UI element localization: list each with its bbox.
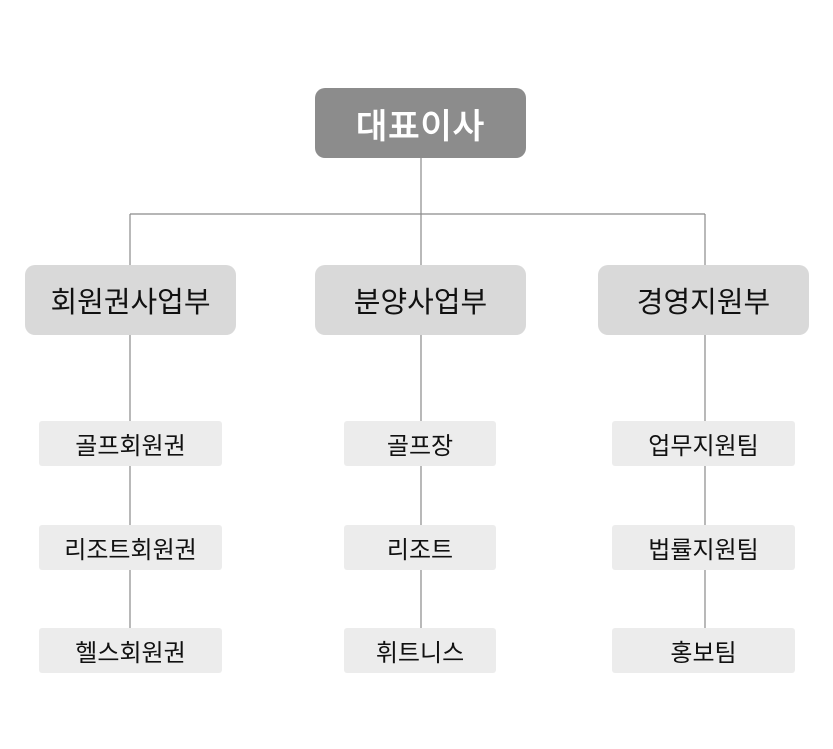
team-label: 헬스회원권 [75,639,186,667]
team-label: 홍보팀 [670,639,737,667]
team-box: 헬스회원권 [39,628,222,673]
team-label: 휘트니스 [375,639,465,667]
team-label: 법률지원팀 [648,536,759,564]
department-label: 경영지원부 [636,285,771,319]
department-box-sales: 분양사업부 [315,265,526,335]
team-label: 리조트 [386,536,454,564]
team-box: 골프회원권 [39,421,222,466]
team-label: 골프장 [386,432,454,460]
department-label: 분양사업부 [353,285,488,319]
team-box: 휘트니스 [344,628,496,673]
department-label: 회원권사업부 [50,285,211,319]
team-box: 리조트회원권 [39,525,222,570]
ceo-label: 대표이사 [355,106,486,147]
team-label: 업무지원팀 [648,432,759,460]
team-label: 리조트회원권 [64,536,197,564]
team-box: 홍보팀 [612,628,795,673]
team-box: 골프장 [344,421,496,466]
ceo-box: 대표이사 [315,88,526,158]
team-label: 골프회원권 [75,432,186,460]
department-box-management-support: 경영지원부 [598,265,809,335]
team-box: 리조트 [344,525,496,570]
department-box-membership: 회원권사업부 [25,265,236,335]
team-box: 법률지원팀 [612,525,795,570]
team-box: 업무지원팀 [612,421,795,466]
